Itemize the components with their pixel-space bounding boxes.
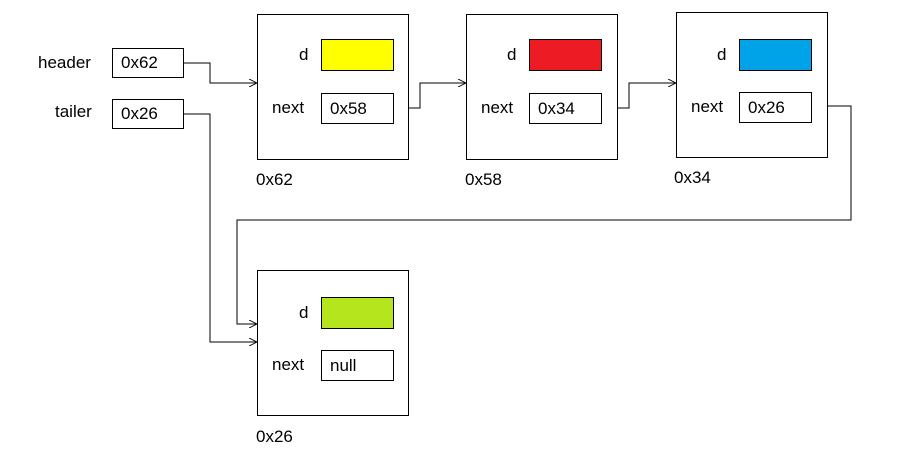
node-data-swatch — [321, 39, 394, 71]
node-address: 0x58 — [465, 170, 502, 189]
node-address: 0x62 — [256, 170, 293, 189]
header-pointer-arrow — [177, 62, 257, 83]
tailer-pointer-value: 0x26 — [121, 104, 158, 123]
tailer-pointer-box: 0x26 — [112, 99, 184, 129]
node-data-label: d — [299, 303, 309, 322]
node-next-label: next — [272, 355, 305, 374]
node-data-label: d — [299, 45, 309, 64]
next-arrow-3 — [236, 105, 852, 324]
node-next-value: 0x34 — [538, 98, 575, 118]
node-next-value: 0x58 — [330, 98, 367, 118]
node-data-label: d — [507, 45, 517, 64]
node-data-swatch — [529, 39, 602, 71]
node-next-label: next — [272, 98, 305, 117]
header-label: header — [38, 53, 91, 72]
list-node: d next 0x34 — [466, 14, 618, 160]
node-data-swatch — [739, 39, 812, 71]
node-next-box: 0x58 — [321, 93, 394, 124]
node-next-box: 0x34 — [529, 93, 602, 124]
header-pointer-box: 0x62 — [112, 48, 184, 78]
node-address: 0x26 — [256, 427, 293, 446]
tailer-label: tailer — [55, 102, 92, 121]
header-pointer-value: 0x62 — [121, 53, 158, 72]
node-next-box: 0x26 — [739, 92, 812, 123]
node-address: 0x34 — [674, 168, 711, 187]
node-next-box: null — [321, 350, 394, 381]
node-next-label: next — [481, 98, 514, 117]
node-next-value: null — [330, 355, 357, 375]
list-node: d next 0x26 — [676, 12, 828, 158]
node-next-label: next — [691, 97, 724, 116]
list-node: d next 0x58 — [257, 14, 409, 160]
node-next-value: 0x26 — [748, 97, 785, 117]
tailer-pointer-arrow — [177, 113, 257, 342]
node-data-label: d — [717, 45, 727, 64]
node-data-swatch — [321, 297, 394, 329]
list-node: d next null — [257, 270, 409, 416]
